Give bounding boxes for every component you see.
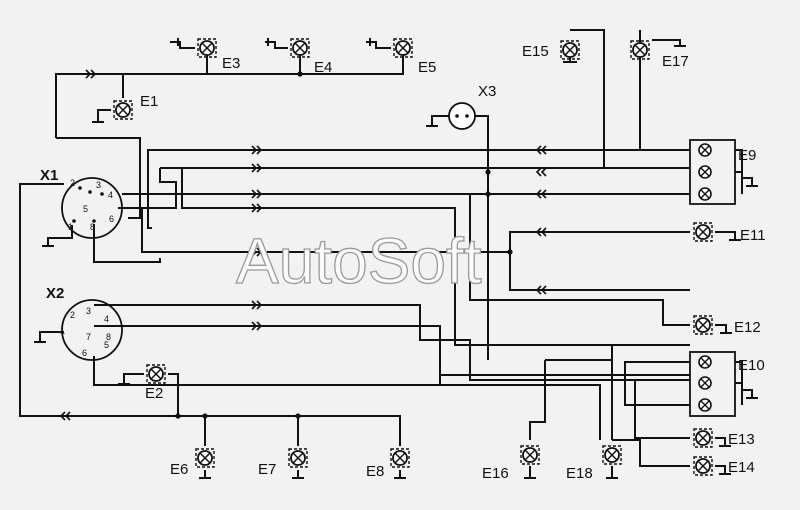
- x2-pin-1: 1: [60, 326, 65, 336]
- label-e2: E2: [145, 385, 163, 402]
- label-e16: E16: [482, 465, 509, 482]
- x1-pin-4: 4: [108, 190, 113, 200]
- lamp-block-e10: [689, 351, 736, 417]
- x2-pin-8: 8: [106, 332, 111, 342]
- label-e9: E9: [738, 147, 756, 164]
- lamp-e18: [602, 445, 622, 465]
- label-e4: E4: [314, 59, 332, 76]
- x1-pin-6: 6: [109, 214, 114, 224]
- label-e12: E12: [734, 319, 761, 336]
- x2-pin-7: 7: [86, 332, 91, 342]
- label-e11: E11: [740, 227, 766, 244]
- lamp-e11: [693, 222, 713, 242]
- socket-x2: 2 3 4 1 7 8 5 6: [60, 299, 123, 361]
- label-e6: E6: [170, 461, 188, 478]
- label-e13: E13: [728, 431, 755, 448]
- x1-pin-8: 8: [90, 222, 95, 232]
- label-x3: X3: [478, 83, 496, 100]
- socket-x1: 2 3 4 6 8 1 5: [61, 177, 123, 239]
- x1-pin-1: 1: [68, 222, 73, 232]
- lamp-e16: [520, 445, 540, 465]
- lamp-e14: [693, 456, 713, 476]
- lamp-e17: [630, 40, 650, 60]
- x2-pin-3: 3: [86, 306, 91, 316]
- lamp-e1: [113, 100, 133, 120]
- label-e3: E3: [222, 55, 240, 72]
- label-e14: E14: [728, 459, 755, 476]
- lamp-e7: [288, 448, 308, 468]
- lamp-e6: [195, 448, 215, 468]
- junctions: [175, 71, 513, 419]
- lamp-e5: [393, 38, 413, 58]
- x2-pin-4: 4: [104, 314, 109, 324]
- label-e7: E7: [258, 461, 276, 478]
- x2-pin-6: 6: [82, 348, 87, 358]
- label-e1: E1: [140, 93, 158, 110]
- lamp-e13: [693, 428, 713, 448]
- lamp-e2: [146, 364, 166, 384]
- label-e17: E17: [662, 53, 689, 70]
- x1-pin-5: 5: [83, 204, 88, 214]
- lamp-e12: [693, 315, 713, 335]
- x2-pin-5: 5: [104, 340, 109, 350]
- x1-pin-3: 3: [96, 180, 101, 190]
- label-e18: E18: [566, 465, 593, 482]
- label-e15: E15: [522, 43, 549, 60]
- watermark: AutoSoft: [236, 225, 482, 297]
- lamp-e3: [197, 38, 217, 58]
- x1-pin-2: 2: [70, 178, 75, 188]
- lamp-block-e9: [689, 139, 736, 205]
- label-e10: E10: [738, 357, 765, 374]
- lamp-e8: [390, 448, 410, 468]
- wires: [19, 29, 758, 479]
- lamp-e4: [290, 38, 310, 58]
- label-e5: E5: [418, 59, 436, 76]
- label-x2: X2: [46, 285, 64, 302]
- label-e8: E8: [366, 463, 384, 480]
- x2-pin-2: 2: [70, 310, 75, 320]
- labels: E3 E4 E5 E1 E15 E17 E9 E11 E12 E10 E13 E…: [40, 43, 766, 482]
- lamp-e15: [560, 40, 580, 60]
- label-x1: X1: [40, 167, 58, 184]
- socket-x3: [448, 102, 476, 130]
